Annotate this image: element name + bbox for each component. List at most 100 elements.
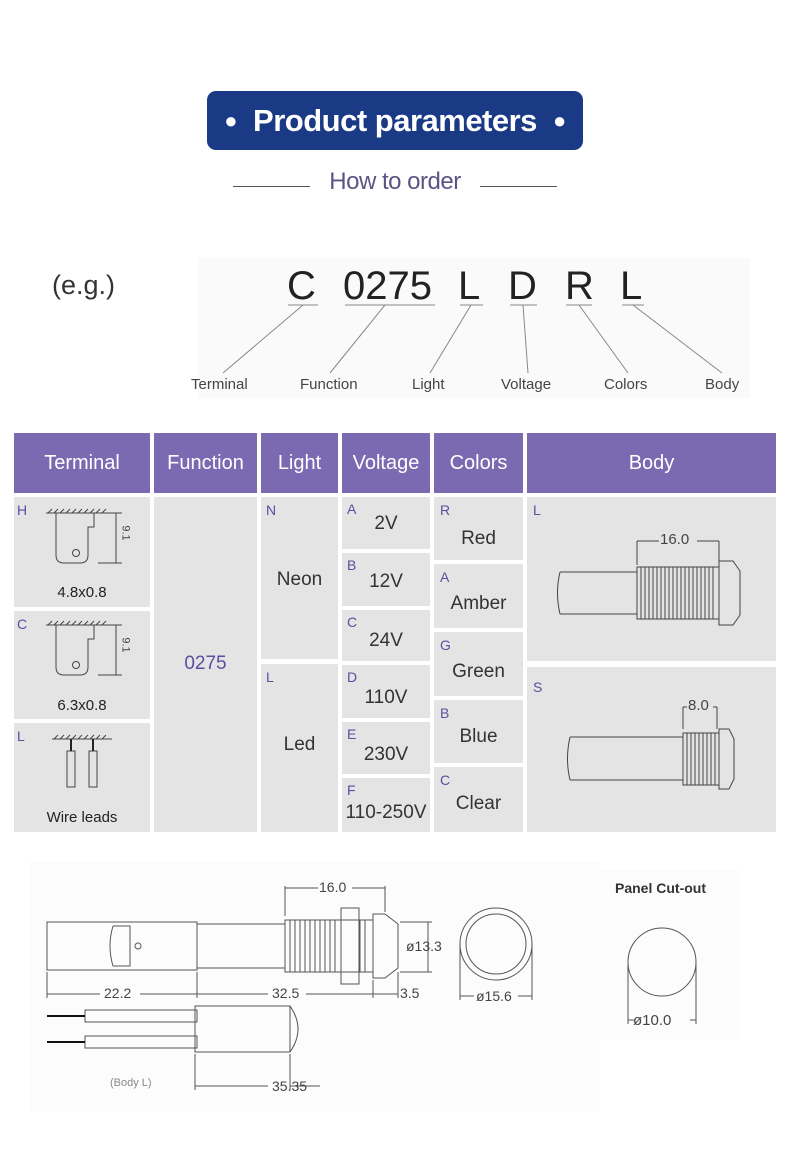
light-label: Neon xyxy=(276,569,323,590)
code-pointer-lines xyxy=(222,304,723,374)
drawing-note: (Body L) xyxy=(110,1077,152,1089)
dimension-drawing-area xyxy=(30,862,600,1112)
section-title: Product parameters xyxy=(253,102,537,138)
voltage-code: E xyxy=(347,726,357,742)
terminal-code: C xyxy=(17,616,28,632)
voltage-label: 230V xyxy=(363,744,409,765)
caption-body: Body xyxy=(705,376,740,393)
voltage-cell: C 24V xyxy=(342,610,430,661)
caption-function: Function xyxy=(300,376,358,393)
body-l-drawing-icon xyxy=(557,540,741,626)
code-voltage: D xyxy=(508,264,537,308)
header-terminal: Terminal xyxy=(14,433,150,493)
dim-label: 16.0 xyxy=(319,879,347,895)
terminal-label: Wire leads xyxy=(46,809,118,826)
function-value: 0275 xyxy=(184,653,227,674)
color-code: R xyxy=(440,502,451,518)
body-s-drawing-icon xyxy=(567,706,735,790)
header-light: Light xyxy=(261,433,338,493)
light-cell-led: L Led xyxy=(261,664,338,832)
dim-label: 32.5 xyxy=(272,985,300,1001)
voltage-label: 12V xyxy=(369,571,403,592)
color-label: Green xyxy=(452,661,505,682)
voltage-label: 2V xyxy=(374,513,398,534)
dim-label: ø13.3 xyxy=(406,938,442,954)
color-cell: A Amber xyxy=(434,564,523,628)
body-code: L xyxy=(533,502,541,518)
color-cell: R Red xyxy=(434,497,523,560)
light-code: N xyxy=(266,502,277,518)
panel-cutout-area xyxy=(600,870,740,1040)
terminal-cell-l: L Wire leads xyxy=(14,723,150,832)
voltage-label: 24V xyxy=(369,630,403,651)
voltage-cell: B 12V xyxy=(342,553,430,606)
light-cell-neon: N Neon xyxy=(261,497,338,659)
color-code: C xyxy=(440,772,451,788)
terminal-label: 4.8x0.8 xyxy=(57,584,107,601)
terminal-cell-h: H 9.1 4.8x0.8 xyxy=(14,497,150,607)
cutout-circle-icon xyxy=(627,927,697,1024)
color-cell: G Green xyxy=(434,632,523,696)
voltage-code: D xyxy=(347,669,358,685)
terminal-code: H xyxy=(17,502,28,518)
header-voltage: Voltage xyxy=(342,433,430,493)
lamp-dimension-drawing-icon xyxy=(46,886,533,1090)
light-code: L xyxy=(266,669,274,685)
terminal-cell-c: C 9.1 6.3x0.8 xyxy=(14,611,150,719)
subtitle-rule-right xyxy=(480,186,557,187)
voltage-cell: F 110-250V xyxy=(342,778,430,832)
voltage-code: B xyxy=(347,557,357,573)
voltage-code: C xyxy=(347,614,358,630)
caption-terminal: Terminal xyxy=(191,376,248,393)
code-colors: R xyxy=(565,264,594,308)
section-title-banner: ● Product parameters ● xyxy=(207,91,583,150)
terminal-c-drawing-icon xyxy=(46,620,122,676)
header-body: Body xyxy=(527,433,776,493)
color-code: G xyxy=(440,637,451,653)
voltage-label: 110-250V xyxy=(345,802,427,823)
color-code: B xyxy=(440,705,450,721)
cutout-dim: ø10.0 xyxy=(633,1012,672,1029)
voltage-label: 110V xyxy=(364,687,408,708)
code-function: 0275 xyxy=(343,264,432,308)
color-cell: C Clear xyxy=(434,767,523,832)
caption-light: Light xyxy=(412,376,445,393)
body-dim: 8.0 xyxy=(688,697,709,714)
caption-voltage: Voltage xyxy=(501,376,552,393)
subtitle-rule-left xyxy=(233,186,310,187)
voltage-cell: D 110V xyxy=(342,665,430,718)
bullet-dot-icon: ● xyxy=(224,107,238,133)
body-cell-s: S 8.0 xyxy=(527,667,776,832)
caption-colors: Colors xyxy=(604,376,648,393)
voltage-code: F xyxy=(347,782,356,798)
body-dim: 16.0 xyxy=(660,531,690,548)
terminal-label: 6.3x0.8 xyxy=(57,697,107,714)
header-colors: Colors xyxy=(434,433,523,493)
color-label: Amber xyxy=(450,593,507,614)
terminal-dim: 9.1 xyxy=(119,637,132,653)
light-label: Led xyxy=(283,734,316,755)
color-label: Red xyxy=(461,528,496,549)
dim-label: 22.2 xyxy=(104,985,132,1001)
terminal-dim: 9.1 xyxy=(119,525,132,541)
terminal-code: L xyxy=(17,728,25,744)
bullet-dot-icon: ● xyxy=(552,107,566,133)
cutout-title: Panel Cut-out xyxy=(615,880,706,896)
color-label: Blue xyxy=(459,726,498,747)
color-cell: B Blue xyxy=(434,700,523,763)
header-function: Function xyxy=(154,433,257,493)
dim-label: 3.5 xyxy=(400,985,420,1001)
body-cell-l: L 16.0 xyxy=(527,497,776,661)
example-prefix: (e.g.) xyxy=(52,270,116,300)
terminal-h-drawing-icon xyxy=(46,508,122,564)
code-body: L xyxy=(620,264,643,308)
code-example-area xyxy=(198,258,750,398)
code-terminal: C xyxy=(287,264,316,308)
function-cell: 0275 xyxy=(154,497,257,832)
voltage-cell: E 230V xyxy=(342,722,430,774)
body-code: S xyxy=(533,679,543,695)
code-light: L xyxy=(458,264,481,308)
voltage-code: A xyxy=(347,501,357,517)
color-label: Clear xyxy=(455,793,502,814)
color-code: A xyxy=(440,569,450,585)
